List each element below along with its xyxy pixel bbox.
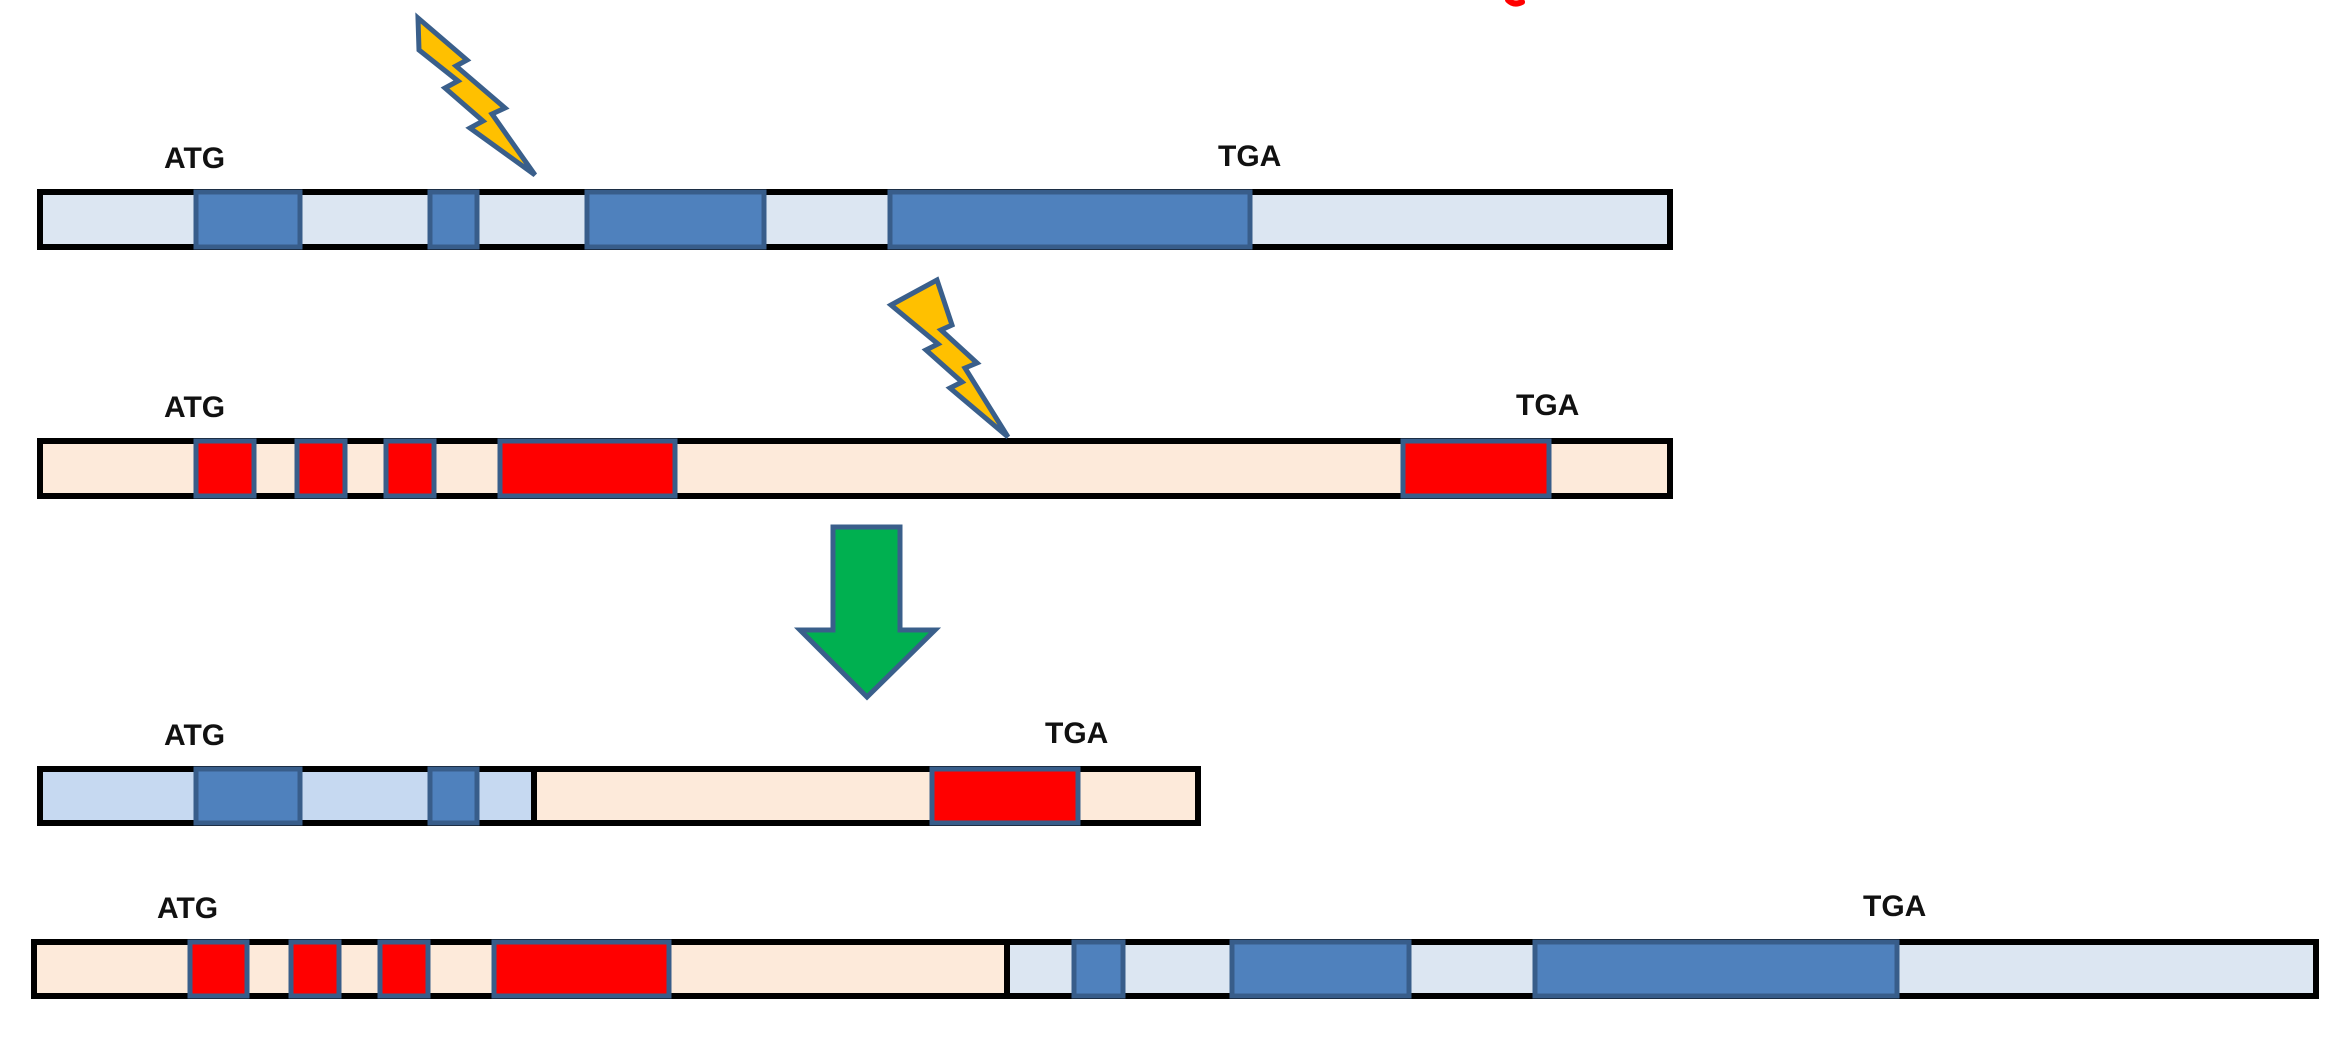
lightning-bolt-icon xyxy=(886,276,1011,439)
gene-b-exon xyxy=(1400,438,1552,499)
gene-a-body xyxy=(37,189,1673,250)
gene-b-exon xyxy=(497,438,678,499)
gene-b-stop-codon: TGA xyxy=(1516,389,1579,422)
fusion-product-1: ATG TGA xyxy=(37,717,1201,826)
gene-b-start-codon: ATG xyxy=(164,391,225,424)
red-mark xyxy=(1505,0,1525,7)
fusion-2-exon xyxy=(288,939,342,999)
fusion-2-start-codon: ATG xyxy=(157,892,218,925)
gene-a-exon xyxy=(193,189,303,250)
gene-a-exon xyxy=(887,189,1253,250)
fusion-2-exon xyxy=(1532,939,1900,999)
gene-a-stop-codon: TGA xyxy=(1218,140,1281,173)
gene-a-exon xyxy=(427,189,480,250)
gene-b-exon xyxy=(193,438,257,499)
fusion-1-stop-codon: TGA xyxy=(1045,717,1108,750)
fusion-product-2: ATG TGA xyxy=(31,890,2319,999)
gene-a-start-codon: ATG xyxy=(164,142,225,175)
fusion-2-exon xyxy=(1229,939,1412,999)
fusion-1-exon xyxy=(427,766,480,826)
gene-b: ATG TGA xyxy=(37,276,1673,499)
fusion-1-exon xyxy=(929,766,1081,826)
fusion-2-stop-codon: TGA xyxy=(1863,890,1926,923)
fusion-2-exon xyxy=(491,939,672,999)
gene-a: ATG TGA xyxy=(37,12,1673,250)
fusion-2-exon xyxy=(377,939,431,999)
gene-b-exon xyxy=(294,438,348,499)
gene-a-exon xyxy=(584,189,767,250)
lightning-bolt-icon xyxy=(415,12,538,178)
fusion-2-exon xyxy=(187,939,250,999)
gene-b-exon xyxy=(383,438,437,499)
fusion-1-red-segment xyxy=(531,766,1201,826)
fusion-1-start-codon: ATG xyxy=(164,719,225,752)
fusion-1-exon xyxy=(193,766,303,826)
fusion-2-exon xyxy=(1071,939,1126,999)
down-arrow-icon xyxy=(793,524,942,701)
